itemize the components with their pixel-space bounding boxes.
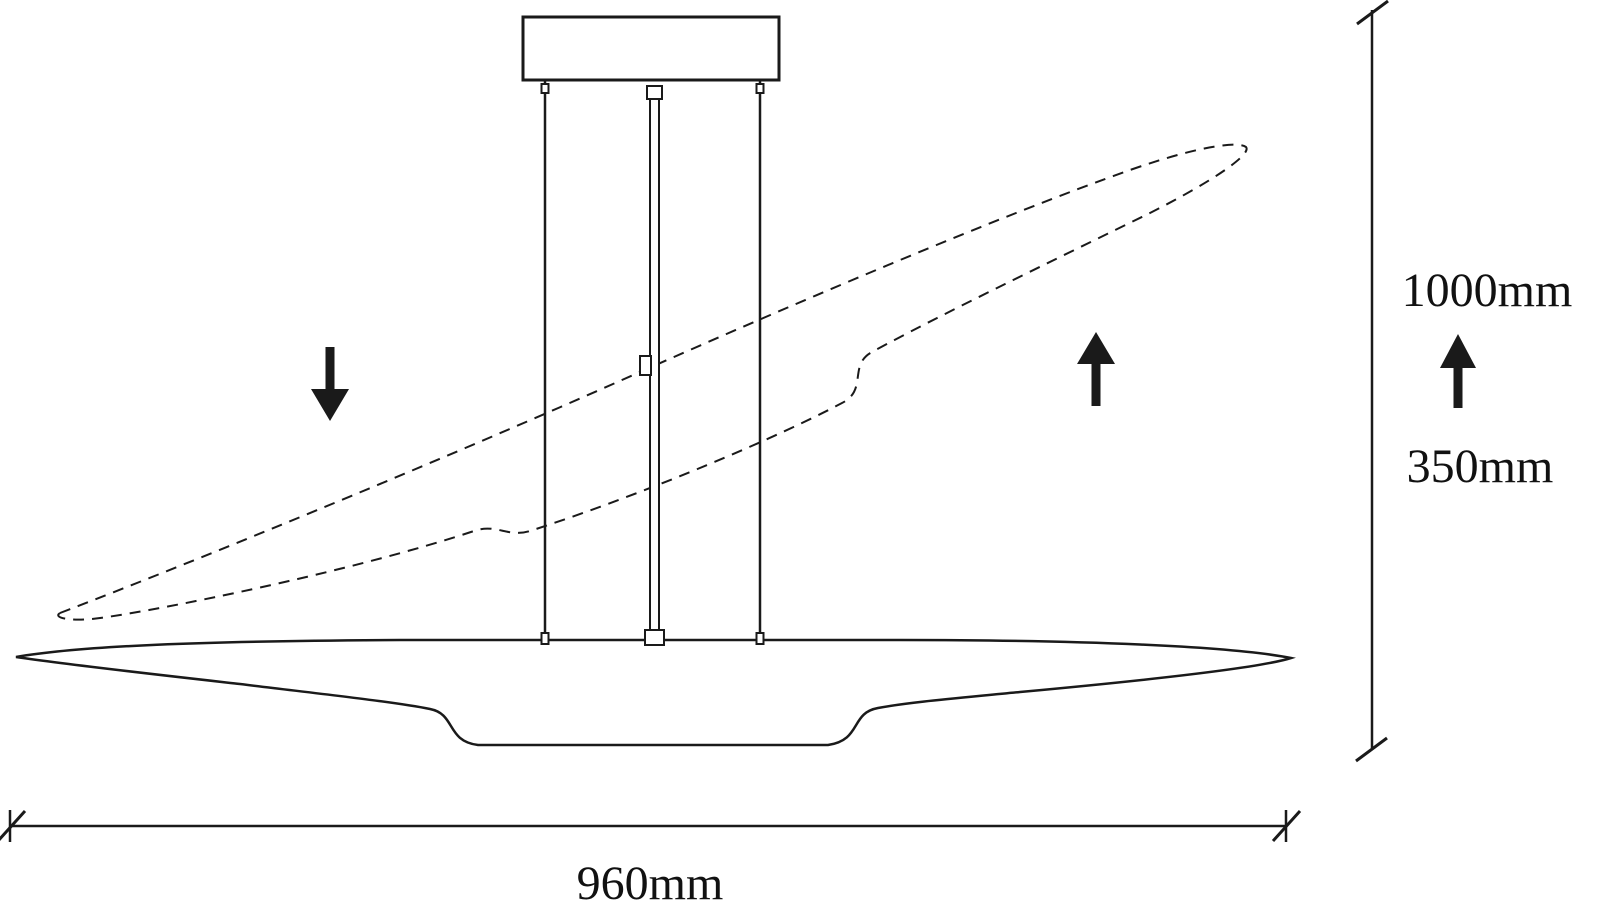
height-adjust-arrow-icon <box>1440 334 1476 408</box>
dimension-tick-right <box>1271 809 1302 843</box>
shade-outline <box>15 638 1292 747</box>
wire-connector-bottom-left <box>540 632 550 645</box>
ceiling-canopy <box>521 15 781 82</box>
shade-down-arrow-icon <box>311 347 349 421</box>
wire-connector-top-right <box>755 83 765 94</box>
tilt-hub-detail <box>639 355 652 376</box>
total-height-label: 1000mm <box>1402 264 1573 317</box>
dimension-tick-top <box>1356 0 1389 26</box>
shade-up-arrow-icon <box>1077 332 1115 406</box>
wire-connector-bottom-right <box>755 632 765 645</box>
wire-connector-top-left <box>540 83 550 94</box>
adjustable-height-label: 350mm <box>1407 440 1554 493</box>
center-rod-top-fitting <box>646 85 663 100</box>
shade-tilted-outline-dashed <box>57 143 1248 621</box>
width-label: 960mm <box>577 857 724 910</box>
dimension-tick-left <box>0 809 27 842</box>
width-dimension-line <box>0 809 1302 843</box>
center-rod-bottom-fitting <box>644 629 665 646</box>
dimension-tick-bottom <box>1355 736 1388 763</box>
height-dimension-line <box>1355 0 1389 763</box>
